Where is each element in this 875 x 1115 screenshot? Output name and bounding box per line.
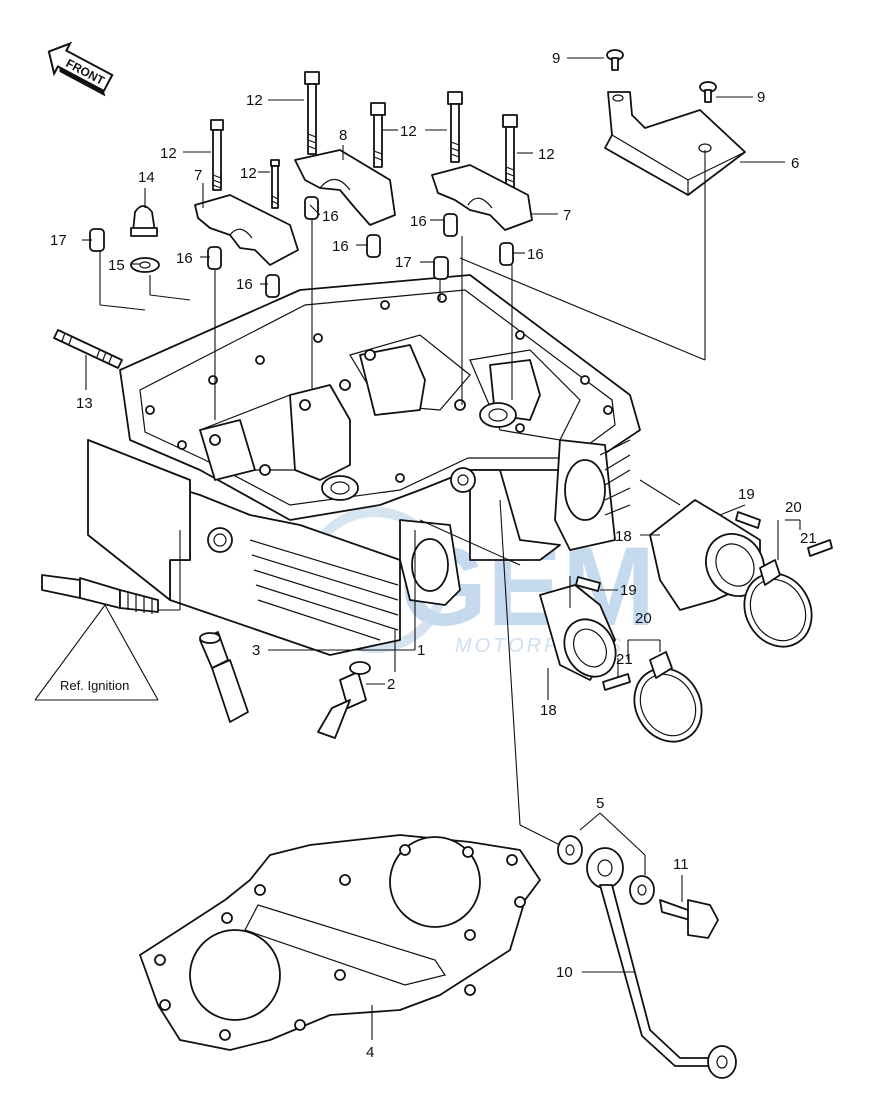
spark-plug [41,574,159,614]
head-gasket [139,834,541,1051]
callout-12: 12 [538,146,555,163]
front-arrow-icon: FRONT [47,41,114,97]
callout-17: 17 [395,254,412,271]
callout-11: 11 [673,856,689,873]
callout-12: 12 [246,92,263,109]
callout-8: 8 [339,127,347,144]
callout-13: 13 [76,395,93,412]
gasket-holes [145,293,613,483]
callout-5: 5 [596,795,604,812]
callout-12: 12 [240,165,257,182]
callout-19: 19 [620,582,637,599]
head-bolts [210,71,518,209]
callout-20: 20 [635,610,652,627]
dowel-pins [89,196,514,298]
callout-21: 21 [800,530,817,547]
callout-9: 9 [552,50,560,67]
leader-lines [34,57,801,1040]
callout-16: 16 [236,276,253,293]
callout-16: 16 [410,213,427,230]
callout-16: 16 [332,238,349,255]
callout-1: 1 [417,642,425,659]
callout-18: 18 [615,528,632,545]
callout-4: 4 [366,1044,374,1061]
oil-pipe-assembly [557,835,737,1079]
callout-12: 12 [160,145,177,162]
callout-3: 3 [252,642,260,659]
callout-21: 21 [616,651,633,668]
callout-6: 6 [791,155,799,172]
valve-guides [199,631,371,739]
cylinder-head [87,274,641,656]
screws-9 [606,49,717,103]
callout-14: 14 [138,169,155,186]
ref-ignition-note: Ref. Ignition [60,678,129,693]
callout-12: 12 [400,123,417,140]
callouts: 9 9 6 12 12 12 12 12 8 7 7 14 17 15 13 1… [50,50,817,1061]
callout-10: 10 [556,964,573,981]
callout-17: 17 [50,232,67,249]
callout-9: 9 [757,89,765,106]
callout-20: 20 [785,499,802,516]
stud-bolt [53,329,123,369]
cap-nut [130,205,160,273]
callout-7: 7 [563,207,571,224]
callout-16: 16 [527,246,544,263]
callout-15: 15 [108,257,125,274]
callout-19: 19 [738,486,755,503]
cover-bracket [604,91,746,196]
intake-holders [539,499,833,743]
camshaft-caps [194,149,533,266]
callout-16: 16 [176,250,193,267]
callout-18: 18 [540,702,557,719]
callout-7: 7 [194,167,202,184]
callout-2: 2 [387,676,395,693]
callout-16: 16 [322,208,339,225]
